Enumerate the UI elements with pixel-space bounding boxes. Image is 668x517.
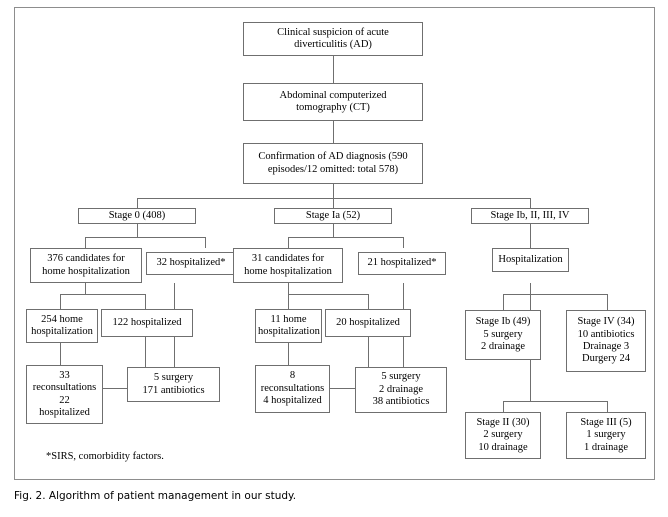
connector-stageIa-to-home-candidates: [288, 237, 289, 248]
connector-bus-to-stageIa: [333, 198, 334, 208]
connector-to-stageIb: [503, 294, 504, 310]
connector-stageIa-candidates-down: [288, 283, 289, 294]
node-hospitalization-text: Hospitalization: [498, 253, 563, 265]
connector-hospitalization-down: [530, 283, 531, 294]
connector-stage0-candidates-down: [85, 283, 86, 294]
connector-stage-rest-split-lower: [503, 401, 607, 402]
connector-stage-rest-to-hospitalization: [530, 224, 531, 248]
node-stageIa-hospitalized: 21 hospitalized*: [358, 252, 446, 275]
connector-confirmation-down: [333, 184, 334, 198]
connector-stage0-reconsultations-to-outcomes: [103, 388, 127, 389]
connector-ct-to-confirmation: [333, 121, 334, 143]
node-stage-0-text: Stage 0 (408): [108, 209, 166, 221]
node-hospitalization: Hospitalization: [492, 248, 569, 272]
connector-bus-to-stage0: [137, 198, 138, 208]
figure-frame: [14, 7, 655, 480]
connector-stageIa-to-hospitalized: [403, 237, 404, 248]
connector-to-stageIII: [607, 401, 608, 412]
connector-suspicion-to-ct: [333, 56, 334, 83]
connector-stage0-to-home: [60, 294, 61, 309]
figure-footnote: *SIRS, comorbidity factors.: [46, 451, 164, 462]
node-stage-0: Stage 0 (408): [78, 208, 196, 224]
connector-stage0-candidates-split: [60, 294, 145, 295]
node-stage0-hospitalized-text: 32 hospitalized*: [156, 257, 226, 269]
connector-bus-to-stage-rest: [530, 198, 531, 208]
connector-stageIa-down: [333, 224, 334, 237]
connector-stageIa-reconsultations-to-outcomes: [330, 388, 355, 389]
node-stage0-hospitalized: 32 hospitalized*: [146, 252, 236, 275]
connector-stage0-to-hospitalized: [205, 237, 206, 248]
connector-stageIa-to-admitted: [368, 294, 369, 309]
connector-stageIa-home-to-reconsultations: [288, 343, 289, 365]
node-stage-Ia-text: Stage Ia (52): [305, 209, 361, 221]
node-stageIa-admitted: 20 hospitalized: [325, 309, 411, 337]
node-stageIa-admitted-text: 20 hospitalized: [336, 316, 400, 328]
node-stage0-admitted: 122 hospitalized: [101, 309, 193, 337]
connector-stage0-split: [85, 237, 205, 238]
connector-stage-rest-split-upper: [503, 294, 607, 295]
connector-stageIa-to-home: [288, 294, 289, 309]
node-stage-rest: Stage Ib, II, III, IV: [471, 208, 589, 224]
node-stage-rest-text: Stage Ib, II, III, IV: [490, 209, 570, 221]
connector-stage0-to-admitted: [145, 294, 146, 309]
connector-stageIa-admitted-to-outcomes: [368, 337, 369, 367]
connector-stageIa-candidates-split: [288, 294, 368, 295]
connector-stageIa-split: [288, 237, 403, 238]
node-stage-Ia: Stage Ia (52): [274, 208, 392, 224]
figure-caption: Fig. 2. Algorithm of patient management …: [14, 490, 297, 502]
node-stageIa-hospitalized-text: 21 hospitalized*: [367, 257, 437, 269]
connector-to-stageIV: [607, 294, 608, 310]
connector-stage0-home-to-reconsultations: [60, 343, 61, 365]
connector-to-stageII: [503, 401, 504, 412]
connector-stage0-admitted-to-outcomes: [145, 337, 146, 367]
node-stage0-admitted-text: 122 hospitalized: [112, 316, 182, 328]
connector-stage0-to-home-candidates: [85, 237, 86, 248]
connector-stage0-down: [137, 224, 138, 237]
